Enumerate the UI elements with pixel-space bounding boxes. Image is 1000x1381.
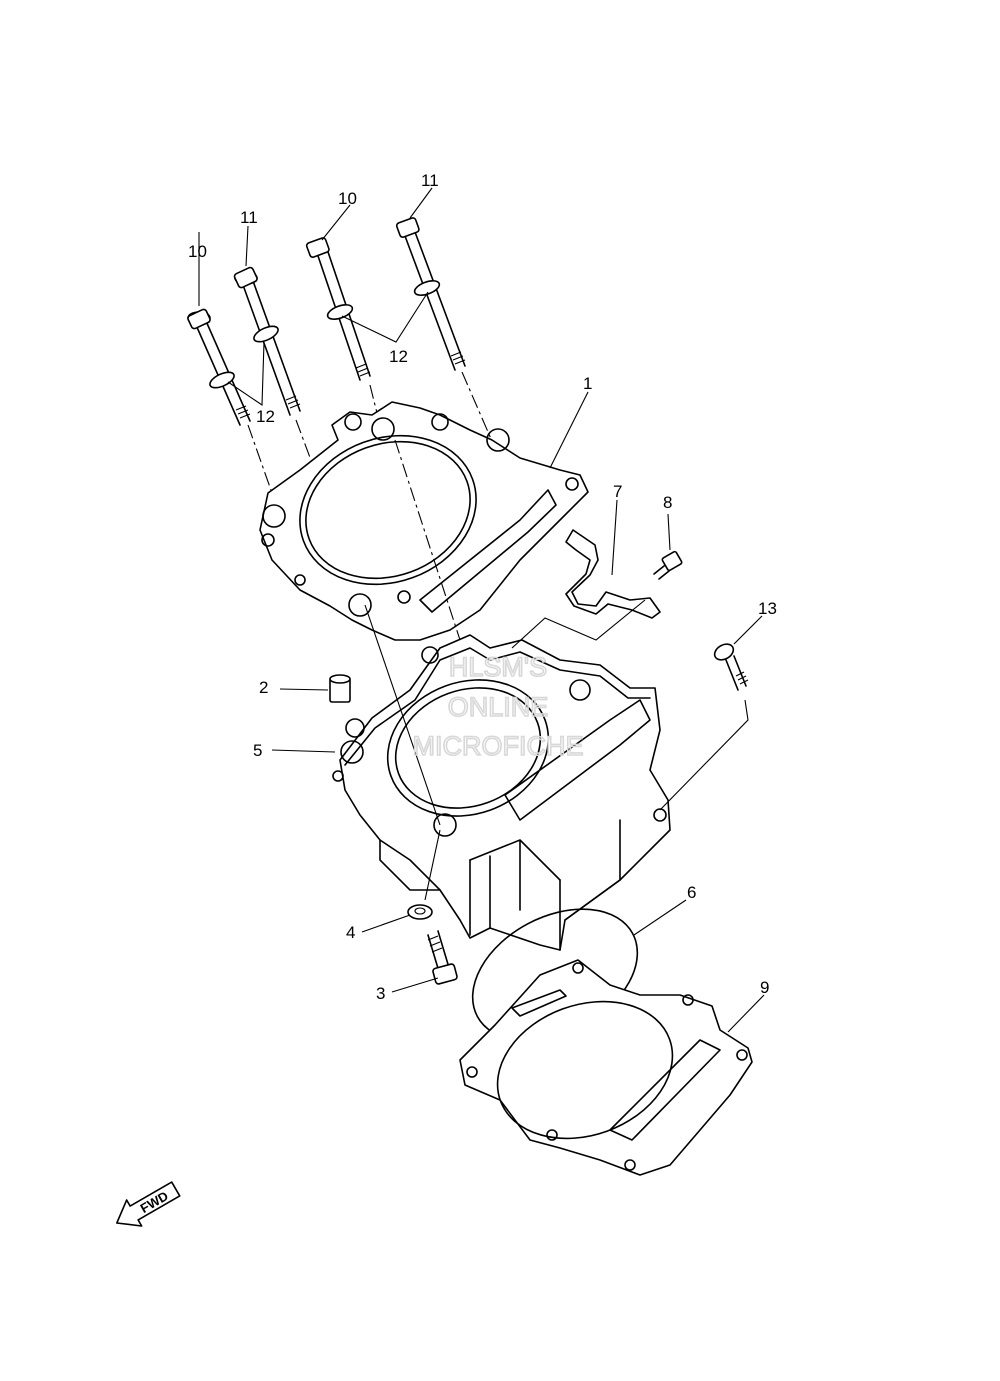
cylinder-block (332, 604, 671, 951)
label-leaders (198, 187, 765, 1033)
watermark: HLSM'S ONLINE MICROFICHE (412, 651, 585, 762)
bolt-part-8 (653, 550, 683, 580)
leader-12-right (341, 291, 429, 343)
washer-part-4 (407, 904, 433, 920)
bolt-part-3 (427, 930, 458, 985)
label-part-2: 2 (259, 678, 268, 697)
label-part-9: 9 (760, 978, 769, 997)
label-part-12-right: 12 (389, 347, 408, 366)
label-part-5: 5 (253, 741, 262, 760)
label-part-8: 8 (663, 493, 672, 512)
label-part-12-left: 12 (256, 407, 275, 426)
label-part-11-right: 11 (421, 171, 439, 190)
fwd-arrow-icon: FWD (116, 1181, 181, 1227)
label-part-10-right: 10 (338, 189, 357, 208)
label-part-3: 3 (376, 984, 385, 1003)
bracket-part-7 (565, 529, 661, 619)
cylinder-base-gasket (459, 959, 753, 1176)
label-part-4: 4 (346, 923, 355, 942)
label-part-11-left: 11 (240, 208, 258, 227)
label-part-13: 13 (758, 599, 777, 618)
watermark-line-2: ONLINE (448, 692, 549, 722)
leader-12-left (227, 341, 265, 407)
bolt-11-right (395, 217, 499, 456)
label-part-6: 6 (687, 883, 696, 902)
label-part-7: 7 (613, 482, 622, 501)
bolt-part-13 (659, 643, 749, 811)
label-part-1: 1 (583, 374, 592, 393)
label-part-10-left: 10 (188, 242, 207, 261)
watermark-line-1: HLSM'S (449, 652, 547, 682)
dowel-pin (329, 674, 351, 703)
cylinder-head-gasket (259, 401, 589, 641)
bolt-axis-line (295, 419, 366, 606)
bolt-11-left (233, 266, 301, 416)
leader-bracket (511, 599, 646, 649)
watermark-line-3: MICROFICHE (413, 731, 584, 761)
bolt-10-right (305, 237, 371, 381)
